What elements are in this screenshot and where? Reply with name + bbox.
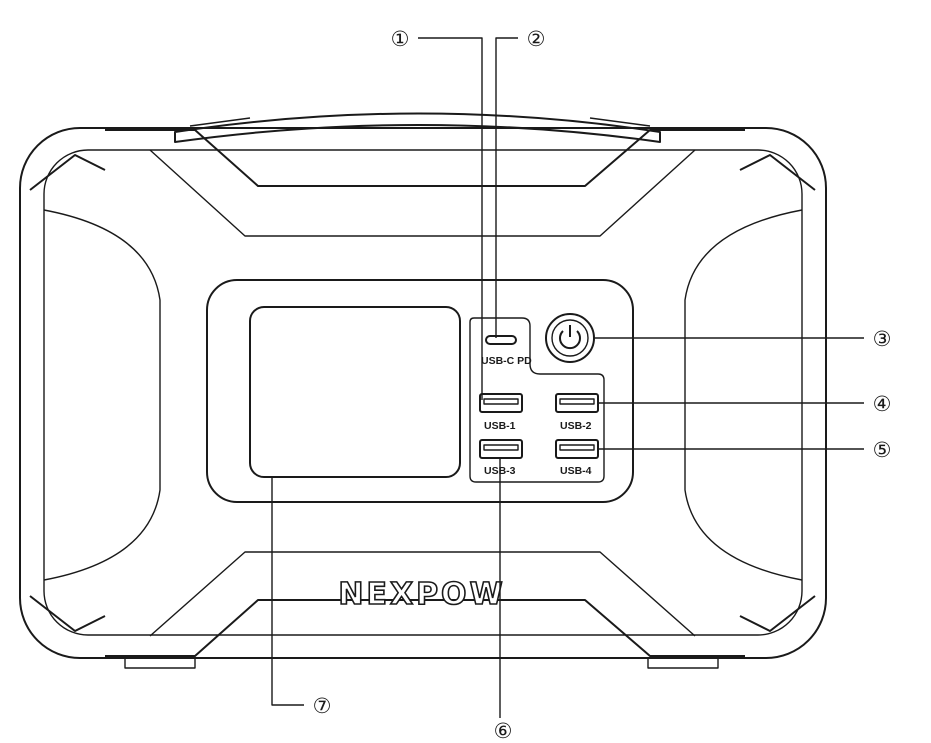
power-button[interactable] (545, 313, 595, 363)
callout-1: ① (391, 27, 410, 51)
callout-3: ③ (873, 327, 892, 351)
callout-6: ⑥ (494, 719, 513, 743)
usb1-port[interactable] (479, 393, 523, 413)
callout-2: ② (527, 27, 546, 51)
ports-bezel (469, 317, 605, 483)
lcd-screen (249, 306, 461, 478)
callout-4: ④ (873, 392, 892, 416)
usb1-label: USB-1 (484, 420, 516, 432)
usb3-port[interactable] (479, 439, 523, 459)
usb4-label: USB-4 (560, 465, 592, 477)
callout-7: ⑦ (313, 694, 332, 718)
usb2-label: USB-2 (560, 420, 592, 432)
device-body (19, 127, 827, 669)
usbc-port[interactable] (485, 335, 517, 345)
control-panel (206, 279, 634, 503)
power-icon (559, 325, 581, 350)
brand-logo: NEXPOW (338, 577, 505, 612)
usb2-port[interactable] (555, 393, 599, 413)
callout-5: ⑤ (873, 438, 892, 462)
callout-lines (271, 37, 864, 718)
usb4-port[interactable] (555, 439, 599, 459)
usbc-label: USB-C PD (481, 355, 532, 367)
